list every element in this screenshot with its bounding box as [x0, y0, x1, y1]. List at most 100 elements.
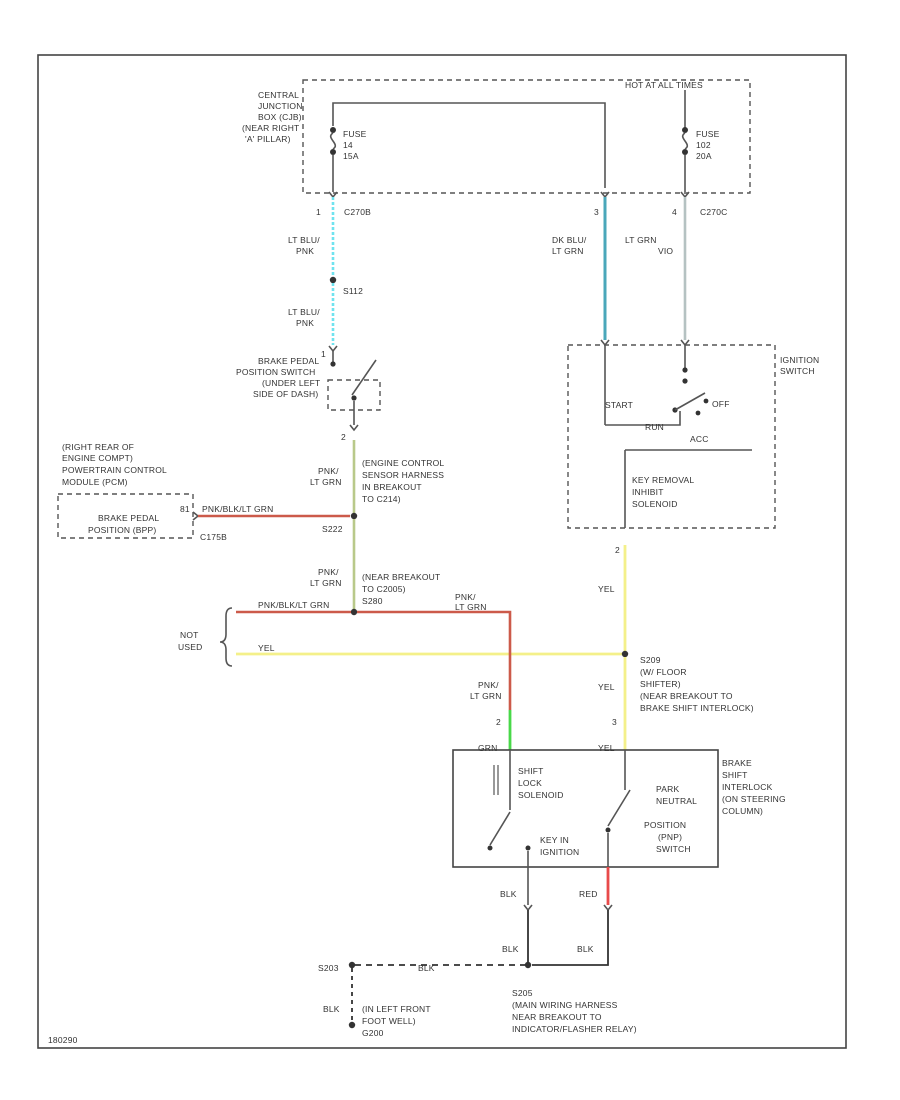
fuse-14: FUSE 14 15A: [329, 127, 367, 161]
svg-text:(IN LEFT FRONT: (IN LEFT FRONT: [362, 1004, 431, 1014]
svg-text:'A' PILLAR): 'A' PILLAR): [245, 134, 291, 144]
svg-text:BLK: BLK: [577, 944, 594, 954]
svg-text:ACC: ACC: [690, 434, 709, 444]
svg-text:RUN: RUN: [645, 422, 664, 432]
svg-text:PNK: PNK: [296, 318, 314, 328]
svg-text:(NEAR BREAKOUT TO: (NEAR BREAKOUT TO: [640, 691, 733, 701]
svg-text:SOLENOID: SOLENOID: [632, 499, 678, 509]
svg-text:LT BLU/: LT BLU/: [288, 307, 320, 317]
svg-text:3: 3: [594, 207, 599, 217]
hot-at-all-times-label: HOT AT ALL TIMES: [625, 80, 703, 90]
svg-text:BLK: BLK: [418, 963, 435, 973]
svg-text:IGNITION: IGNITION: [780, 355, 819, 365]
svg-text:S205: S205: [512, 988, 533, 998]
svg-text:INDICATOR/FLASHER RELAY): INDICATOR/FLASHER RELAY): [512, 1024, 637, 1034]
figure-code: 180290: [48, 1035, 78, 1045]
svg-text:NOT: NOT: [180, 630, 199, 640]
ignition-switch-label: IGNITION SWITCH: [780, 355, 819, 376]
svg-text:PNK/: PNK/: [478, 680, 499, 690]
svg-text:SENSOR HARNESS: SENSOR HARNESS: [362, 470, 444, 480]
svg-text:3: 3: [612, 717, 617, 727]
near-breakout-label: (NEAR BREAKOUT TO C2005) S280: [362, 572, 440, 606]
svg-text:S280: S280: [362, 596, 383, 606]
wire-blk-2: [532, 910, 609, 966]
svg-text:2: 2: [496, 717, 501, 727]
svg-text:YEL: YEL: [598, 682, 615, 692]
brake-pedal-position-switch: 1 2: [321, 345, 381, 442]
svg-text:PNK/: PNK/: [318, 567, 339, 577]
svg-text:(W/ FLOOR: (W/ FLOOR: [640, 667, 687, 677]
svg-text:POSITION: POSITION: [644, 820, 686, 830]
park-neutral-position-switch: PARK NEUTRAL POSITION (PNP) SWITCH: [605, 750, 697, 854]
svg-text:YEL: YEL: [258, 643, 275, 653]
ecs-label: (ENGINE CONTROL SENSOR HARNESS IN BREAKO…: [362, 458, 444, 504]
svg-text:(NEAR RIGHT: (NEAR RIGHT: [242, 123, 299, 133]
svg-text:14: 14: [343, 140, 353, 150]
svg-text:102: 102: [696, 140, 711, 150]
s209-label: S209 (W/ FLOOR SHIFTER) (NEAR BREAKOUT T…: [640, 655, 754, 713]
svg-text:BRAKE: BRAKE: [722, 758, 752, 768]
svg-text:LT GRN: LT GRN: [470, 691, 502, 701]
cjb-connectors: 1 C270B 3 4 C270C: [316, 191, 727, 217]
svg-text:(PNP): (PNP): [658, 832, 682, 842]
svg-text:FUSE: FUSE: [343, 129, 367, 139]
svg-text:GRN: GRN: [478, 743, 498, 753]
svg-text:DK BLU/: DK BLU/: [552, 235, 587, 245]
svg-text:YEL: YEL: [598, 743, 615, 753]
svg-text:BRAKE PEDAL: BRAKE PEDAL: [258, 356, 319, 366]
svg-text:FOOT WELL): FOOT WELL): [362, 1016, 416, 1026]
svg-text:S209: S209: [640, 655, 661, 665]
svg-text:VIO: VIO: [658, 246, 673, 256]
svg-text:C270B: C270B: [344, 207, 371, 217]
svg-text:CENTRAL: CENTRAL: [258, 90, 299, 100]
svg-text:2: 2: [341, 432, 346, 442]
svg-text:20A: 20A: [696, 151, 712, 161]
splice-s112: [329, 276, 337, 284]
splice-s222: [350, 512, 358, 520]
svg-text:LT GRN: LT GRN: [310, 477, 342, 487]
ground-label: (IN LEFT FRONT FOOT WELL) G200: [362, 1004, 431, 1038]
wire-pnk-lt-grn-shift: [357, 610, 512, 710]
svg-text:PNK/: PNK/: [318, 466, 339, 476]
svg-text:2: 2: [615, 545, 620, 555]
svg-text:SWITCH: SWITCH: [780, 366, 815, 376]
svg-text:INTERLOCK: INTERLOCK: [722, 782, 773, 792]
svg-text:KEY REMOVAL: KEY REMOVAL: [632, 475, 694, 485]
svg-text:(ENGINE CONTROL: (ENGINE CONTROL: [362, 458, 444, 468]
pcm-label: (RIGHT REAR OF ENGINE COMPT) POWERTRAIN …: [62, 442, 167, 487]
svg-text:1: 1: [321, 349, 326, 359]
svg-text:4: 4: [672, 207, 677, 217]
svg-text:JUNCTION: JUNCTION: [258, 101, 303, 111]
svg-text:LT GRN: LT GRN: [625, 235, 657, 245]
svg-text:LT BLU/: LT BLU/: [288, 235, 320, 245]
svg-text:LT GRN: LT GRN: [552, 246, 584, 256]
svg-text:(MAIN WIRING HARNESS: (MAIN WIRING HARNESS: [512, 1000, 618, 1010]
svg-text:SIDE OF DASH): SIDE OF DASH): [253, 389, 318, 399]
svg-text:PNK/BLK/LT GRN: PNK/BLK/LT GRN: [202, 504, 273, 514]
svg-text:LT GRN: LT GRN: [455, 602, 487, 612]
svg-text:(UNDER LEFT: (UNDER LEFT: [262, 378, 320, 388]
svg-text:FUSE: FUSE: [696, 129, 720, 139]
svg-text:POWERTRAIN CONTROL: POWERTRAIN CONTROL: [62, 465, 167, 475]
svg-text:OFF: OFF: [712, 399, 730, 409]
svg-text:BRAKE PEDAL: BRAKE PEDAL: [98, 513, 159, 523]
svg-text:KEY IN: KEY IN: [540, 835, 569, 845]
svg-text:RED: RED: [579, 889, 598, 899]
key-removal-inhibit-solenoid: KEY REMOVAL INHIBIT SOLENOID 2: [615, 449, 752, 555]
svg-text:BLK: BLK: [502, 944, 519, 954]
svg-text:LOCK: LOCK: [518, 778, 542, 788]
svg-text:BLK: BLK: [323, 1004, 340, 1014]
ground-g200: [348, 1021, 356, 1029]
svg-text:S203: S203: [318, 963, 339, 973]
svg-text:1: 1: [316, 207, 321, 217]
s205-label: S205 (MAIN WIRING HARNESS NEAR BREAKOUT …: [512, 988, 637, 1034]
svg-text:C175B: C175B: [200, 532, 227, 542]
svg-text:PNK/BLK/LT GRN: PNK/BLK/LT GRN: [258, 600, 329, 610]
svg-text:(RIGHT REAR OF: (RIGHT REAR OF: [62, 442, 134, 452]
svg-text:COLUMN): COLUMN): [722, 806, 763, 816]
svg-text:YEL: YEL: [598, 584, 615, 594]
svg-text:S112: S112: [343, 286, 363, 296]
svg-text:BRAKE SHIFT INTERLOCK): BRAKE SHIFT INTERLOCK): [640, 703, 754, 713]
splice-s205: [524, 961, 532, 969]
svg-text:SHIFTER): SHIFTER): [640, 679, 681, 689]
